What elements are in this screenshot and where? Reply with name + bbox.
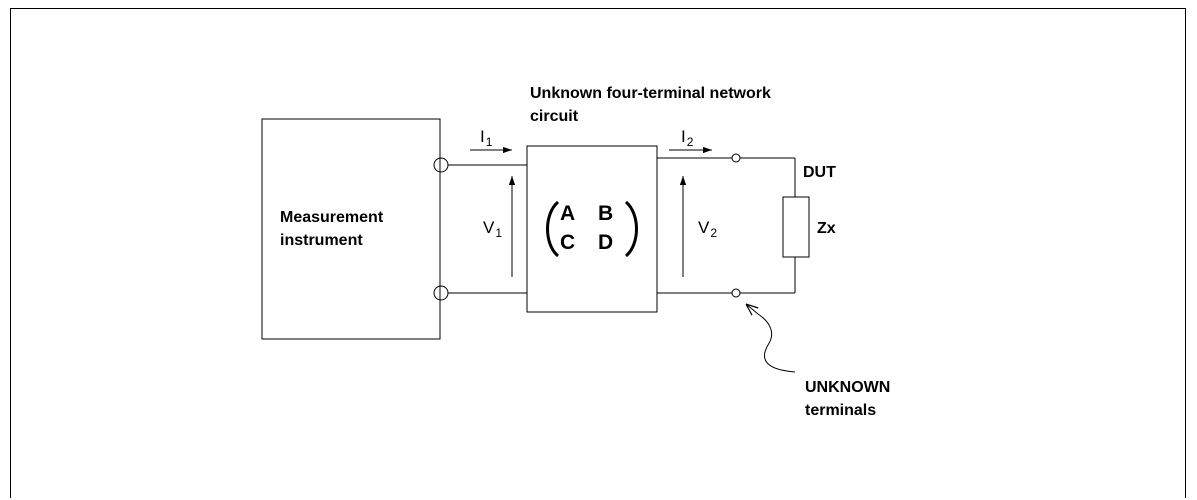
unknown-terminal-low xyxy=(731,288,741,298)
instrument-terminal-high xyxy=(433,157,449,173)
matrix-d: D xyxy=(598,231,613,254)
i1-label: I1 xyxy=(480,127,493,149)
four-terminal-network-box xyxy=(526,145,658,313)
instrument-label-line2: instrument xyxy=(280,232,363,249)
impedance-zx-resistor xyxy=(782,196,810,258)
v2-label: V2 xyxy=(698,218,717,240)
diagram-frame xyxy=(10,8,1186,498)
unknown-terminal-high xyxy=(731,153,741,163)
network-title-line1: Unknown four-terminal network xyxy=(530,85,771,102)
v1-label: V1 xyxy=(483,218,502,240)
matrix-c: C xyxy=(560,231,575,254)
unknown-terminals-label-line2: terminals xyxy=(805,402,876,419)
dut-label: DUT xyxy=(803,164,836,181)
network-title-line2: circuit xyxy=(530,108,579,125)
measurement-instrument-box xyxy=(261,118,441,340)
zx-label: Zx xyxy=(817,220,836,237)
instrument-label-line1: Measurement xyxy=(280,209,384,226)
i2-label: I2 xyxy=(681,127,694,149)
matrix-a: A xyxy=(560,202,575,225)
unknown-terminals-label-line1: UNKNOWN xyxy=(805,379,890,396)
unknown-terminals-pointer xyxy=(746,304,796,373)
instrument-terminal-low xyxy=(433,285,449,301)
matrix-left-paren xyxy=(546,200,560,258)
matrix-b: B xyxy=(598,202,613,225)
matrix-right-paren xyxy=(624,200,638,258)
